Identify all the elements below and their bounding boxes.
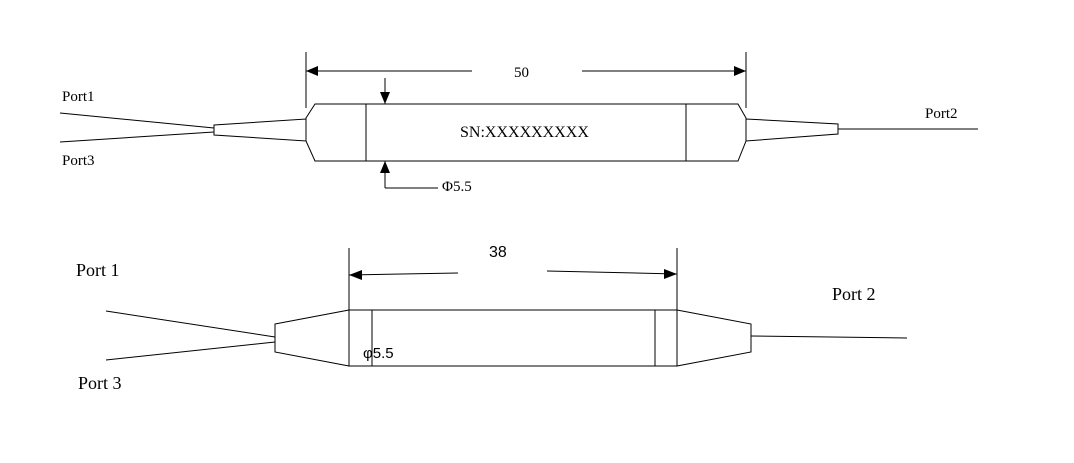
top-length-dimension: 50 bbox=[514, 65, 529, 81]
top-diameter-label: Φ5.5 bbox=[442, 179, 472, 195]
bottom-fiber-port2 bbox=[750, 335, 908, 339]
bottom-port2-label: Port 2 bbox=[832, 284, 876, 304]
bottom-port1-label: Port 1 bbox=[76, 260, 120, 280]
top-port3-label: Port3 bbox=[62, 153, 95, 169]
bottom-left-boot bbox=[274, 309, 350, 367]
top-port1-label: Port1 bbox=[62, 89, 95, 105]
bottom-length-dimension: 38 bbox=[489, 244, 507, 261]
bottom-right-boot bbox=[676, 309, 752, 367]
bottom-arrowheads bbox=[349, 269, 677, 280]
top-left-boot bbox=[213, 118, 307, 142]
bottom-port3-label: Port 3 bbox=[78, 373, 122, 393]
bottom-dim-line-left bbox=[348, 272, 459, 276]
top-diameter-arrow-down bbox=[380, 92, 390, 104]
bottom-fiber-port1 bbox=[105, 310, 276, 338]
top-drawing bbox=[59, 52, 978, 189]
top-fiber-port3 bbox=[59, 131, 215, 143]
bottom-dim-arrow-left bbox=[349, 270, 362, 280]
top-arrowheads bbox=[306, 66, 746, 173]
bottom-drawing bbox=[105, 248, 908, 367]
top-dim-arrow-left bbox=[306, 66, 318, 76]
bottom-dim-line-right bbox=[546, 270, 678, 275]
top-dim-arrow-right bbox=[734, 66, 746, 76]
top-serial-number: SN:XXXXXXXXX bbox=[460, 124, 589, 141]
top-diameter-arrow-up bbox=[380, 161, 390, 173]
bottom-fiber-port3 bbox=[105, 341, 276, 361]
top-right-boot bbox=[745, 118, 839, 142]
bottom-body bbox=[348, 309, 678, 367]
bottom-diameter-label: φ5.5 bbox=[363, 345, 394, 362]
bottom-dim-arrow-right bbox=[664, 269, 677, 279]
top-port2-label: Port2 bbox=[925, 106, 958, 122]
top-fiber-port1 bbox=[59, 112, 215, 129]
